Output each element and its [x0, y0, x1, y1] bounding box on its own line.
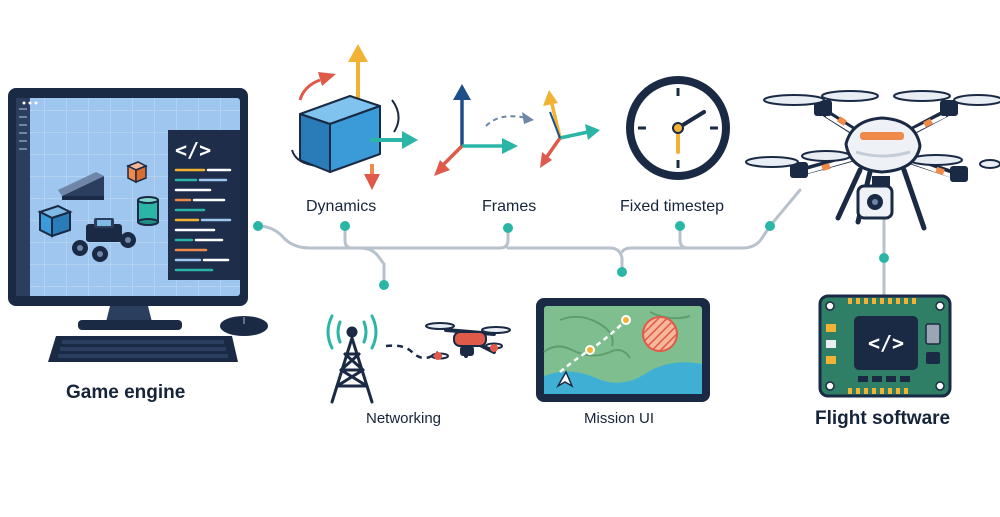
node-dynamics: [340, 221, 350, 231]
node-timestep: [675, 221, 685, 231]
window-dots-icon: [22, 101, 38, 105]
code-icon: </>: [175, 138, 211, 162]
nav-arrow-icon: [555, 370, 574, 389]
node-frames: [503, 223, 513, 233]
scene-rover: [72, 218, 136, 262]
label-networking: Networking: [366, 410, 442, 427]
code-lines: [174, 168, 232, 272]
code-panel: [168, 130, 240, 280]
dynamics-icon: [291, 44, 418, 190]
link-path: [385, 344, 439, 360]
connector-nodes: [253, 221, 889, 290]
monitor-base: [78, 320, 182, 330]
node-networking: [379, 280, 389, 290]
node-game-engine: [253, 221, 263, 231]
mouse: [220, 316, 268, 336]
label-flight-software: Flight software: [815, 408, 951, 429]
monitor-neck: [106, 306, 152, 322]
drone: [745, 90, 1000, 231]
label-dynamics: Dynamics: [306, 198, 377, 215]
keyboard: [48, 336, 238, 362]
node-drone: [765, 221, 775, 231]
node-flight: [879, 253, 889, 263]
editor-sidebar: [16, 98, 30, 296]
frames-icon: [434, 84, 600, 176]
connector-lines: [256, 188, 886, 302]
flight-controller-board: </>: [818, 294, 952, 398]
scene-cylinder-teal: [137, 196, 159, 226]
label-game-engine: Game engine: [66, 382, 186, 403]
radio-tower-icon: [326, 314, 378, 404]
scene-box-orange: [126, 161, 148, 184]
node-mission: [617, 267, 627, 277]
scene-ramp: [58, 172, 104, 200]
label-fixed-timestep: Fixed timestep: [620, 198, 725, 215]
clock-icon: [626, 76, 730, 180]
mission-ui-tablet: [536, 298, 710, 402]
chip-code-icon: </>: [868, 331, 904, 355]
label-frames: Frames: [482, 198, 537, 215]
label-mission-ui: Mission UI: [584, 410, 655, 427]
small-drone-icon: [425, 322, 511, 360]
scene-cube-blue: [37, 204, 73, 238]
game-engine-computer: </>: [8, 88, 268, 362]
cpu-chip: [854, 316, 918, 370]
